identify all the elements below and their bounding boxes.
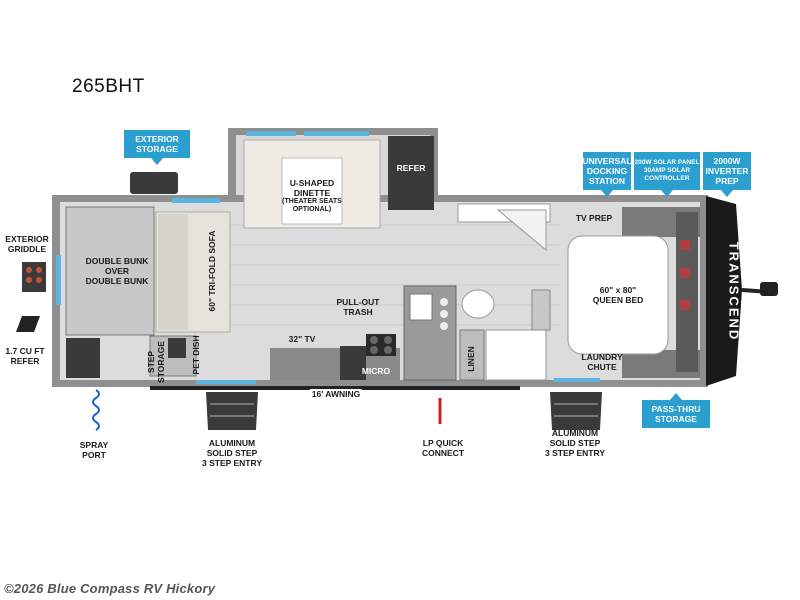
slide-window-left — [246, 131, 296, 136]
aluminum-step-left-label: ALUMINUM SOLID STEP 3 STEP ENTRY — [202, 438, 262, 468]
entry-step-left — [206, 392, 258, 430]
inverter-callout: 2000W INVERTER PREP — [703, 152, 751, 197]
pullout-trash-label: PULL-OUT TRASH — [336, 297, 380, 317]
pass-thru-storage-text: PASS-THRU STORAGE — [651, 404, 701, 424]
entry-step-right — [550, 392, 602, 430]
refer-label: REFER — [396, 163, 426, 173]
hitch-jack — [760, 282, 778, 296]
bunk-window — [56, 255, 61, 305]
spray-port-label: SPRAY PORT — [79, 440, 109, 460]
pet-dish-box — [168, 338, 186, 358]
step-storage-label: STEP STORAGE — [146, 341, 166, 383]
microwave-block — [340, 346, 366, 380]
exterior-storage-callout: EXTERIOR STORAGE — [124, 130, 190, 165]
tv32-label: 32" TV — [288, 334, 316, 344]
linen-cabinet — [459, 329, 485, 381]
micro-label: MICRO — [361, 366, 391, 376]
queen-bed-label: 60" x 80" QUEEN BED — [592, 285, 644, 305]
universal-docking-callout: UNIVERSAL DOCKING STATION — [582, 152, 632, 197]
spray-port-hose — [92, 389, 100, 431]
brand-text: TRANSCEND — [726, 241, 742, 342]
double-bunk-label: DOUBLE BUNK OVER DOUBLE BUNK — [85, 256, 149, 286]
cu-ft-refer-label: 1.7 CU FT REFER — [5, 346, 45, 366]
refer-cabinet — [388, 136, 434, 210]
toilet — [461, 289, 495, 319]
exterior-refer-cabinet — [66, 338, 100, 378]
stovetop — [366, 334, 396, 356]
pass-thru-storage-callout: PASS-THRU STORAGE — [642, 393, 710, 428]
front-cap — [706, 196, 742, 386]
exterior-storage-hatch — [130, 172, 178, 194]
lp-quick-connect-label: LP QUICK CONNECT — [421, 438, 465, 458]
theater-seats-label: (THEATER SEATS OPTIONAL) — [282, 198, 342, 213]
solar-text: 200W SOLAR PANEL 30AMP SOLAR CONTROLLER — [634, 159, 700, 182]
tv-prep-label: TV PREP — [575, 213, 613, 223]
sofa-window — [172, 198, 220, 203]
slide-window-right — [304, 131, 369, 136]
double-bunk — [65, 206, 155, 336]
outdoor-refer-unit — [16, 316, 40, 332]
awning-bar — [150, 386, 520, 390]
laundry-chute-label: LAUNDRY CHUTE — [581, 352, 623, 372]
inverter-text: 2000W INVERTER PREP — [705, 156, 749, 186]
wardrobe-strip — [676, 212, 698, 372]
model-name: 265BHT — [72, 76, 145, 97]
aluminum-step-right-label: ALUMINUM SOLID STEP 3 STEP ENTRY — [545, 428, 605, 458]
tri-fold-sofa-label: 60" TRI-FOLD SOFA — [207, 230, 217, 312]
kitchen-sink — [409, 293, 433, 321]
linen-label: LINEN — [466, 346, 476, 372]
shower — [485, 329, 547, 381]
solar-callout: 200W SOLAR PANEL 30AMP SOLAR CONTROLLER — [634, 152, 700, 197]
pet-dish-label: PET DISH — [191, 335, 201, 375]
exterior-griddle-label: EXTERIOR GRIDDLE — [5, 234, 49, 254]
awning-label: 16' AWNING — [309, 389, 363, 399]
exterior-griddle-unit — [22, 262, 46, 292]
exterior-storage-text: EXTERIOR STORAGE — [135, 134, 179, 154]
queen-bed — [567, 235, 669, 355]
universal-docking-text: UNIVERSAL DOCKING STATION — [582, 156, 632, 186]
watermark: ©2026 Blue Compass RV Hickory — [4, 581, 216, 596]
u-dinette-label: U-SHAPED DINETTE — [289, 178, 335, 198]
